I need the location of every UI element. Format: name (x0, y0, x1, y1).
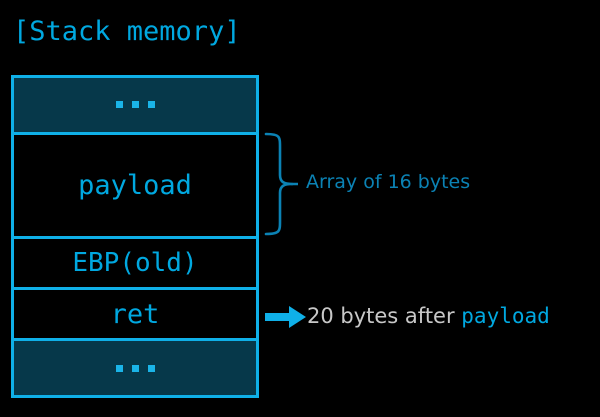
ret-annotation-label: 20 bytes after payload (307, 303, 550, 329)
stack-row-ebp-old: EBP(old) (14, 235, 256, 287)
stack-row-top-ellipsis (14, 78, 256, 132)
stack-row-payload: payload (14, 131, 256, 236)
curly-brace-icon (264, 132, 298, 236)
array-annotation-label: Array of 16 bytes (306, 171, 471, 193)
ellipsis-icon (115, 101, 155, 109)
page-title: [Stack memory] (13, 16, 241, 47)
right-arrow-icon (265, 306, 306, 328)
stack-row-ret: ret (14, 287, 256, 339)
stack-table: payload EBP(old) ret (11, 75, 259, 398)
stack-row-bottom-ellipsis (14, 338, 256, 395)
ret-annotation-prefix: 20 bytes after (307, 304, 462, 328)
stack-row-label: ret (110, 298, 160, 330)
stack-row-label: payload (78, 169, 192, 201)
stack-row-label: EBP(old) (72, 247, 198, 278)
ellipsis-icon (115, 364, 155, 372)
ret-annotation-code: payload (461, 304, 550, 328)
